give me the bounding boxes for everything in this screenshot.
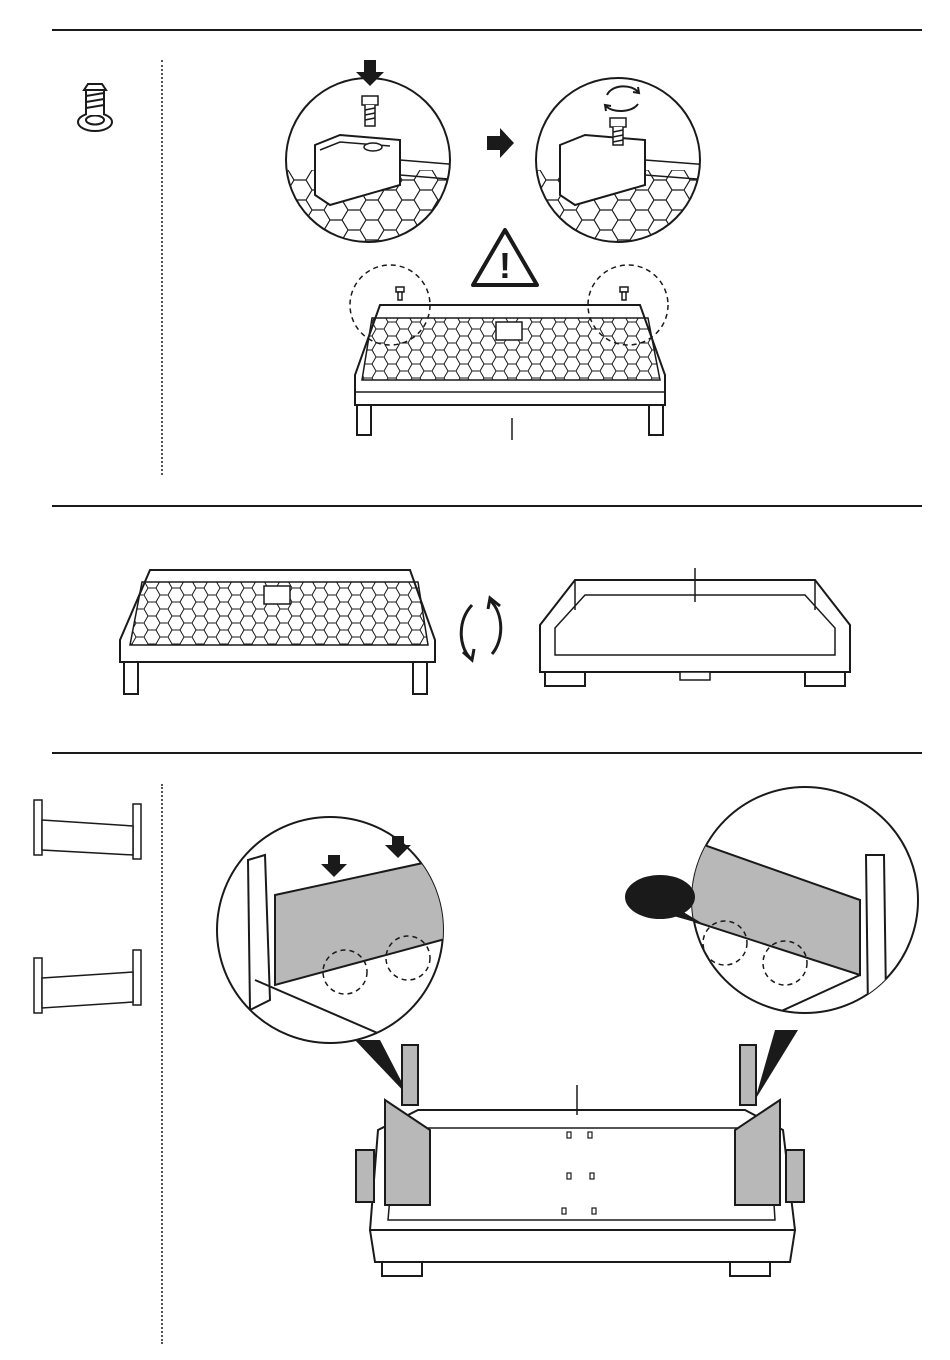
screw-tighten-detail — [530, 78, 710, 250]
screw-icon — [78, 84, 112, 131]
panel-insert-detail-right — [625, 787, 918, 1100]
rotate-arrows-icon — [461, 598, 501, 660]
next-step-arrow-icon — [487, 128, 514, 158]
base-top-view — [120, 570, 435, 694]
side-panel-right-icon — [34, 950, 141, 1013]
panel-insert-detail-left — [217, 817, 460, 1098]
side-panel-left-icon — [34, 800, 141, 859]
warning-mark: ! — [499, 245, 511, 286]
base-with-side-panels — [356, 1045, 804, 1276]
base-flipped-view — [540, 568, 850, 686]
warning-triangle-icon: ! — [473, 230, 537, 286]
base-with-two-screws — [350, 265, 668, 440]
screw-insert-detail — [280, 60, 460, 250]
